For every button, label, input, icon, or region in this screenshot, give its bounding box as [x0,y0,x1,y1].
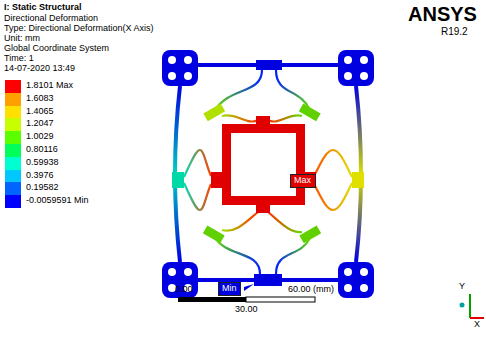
legend-swatch [5,182,21,195]
axis-label: X [474,320,480,330]
legend-entry: 1.0029 [5,131,95,144]
max-probe: Max [290,174,316,188]
legend-swatch [5,170,21,183]
coordinate-system: Global Coordinate System [4,44,109,54]
result-type: Type: Directional Deformation(X Axis) [4,24,154,34]
date: 14-07-2020 13:49 [4,64,75,74]
brand: ANSYS [408,3,477,25]
result-name: Directional Deformation [4,14,98,24]
scale-label: 30.00 [235,305,258,315]
legend-swatch [5,80,21,93]
legend-swatch [5,93,21,106]
legend-entry: 0.3976 [5,170,95,183]
legend-entry: 0.19582 [5,182,95,195]
scale-label: 0.00 [175,285,193,295]
title: I: Static Structural [4,3,82,13]
legend-swatch [5,157,21,170]
legend-entry: 1.6083 [5,93,95,106]
legend-entry: -0.0059591 Min [5,195,95,208]
legend-label: 0.19582 [26,183,59,193]
legend-swatch [5,195,21,208]
scale-label: 60.00 (mm) [288,285,334,295]
min-probe: Min [218,282,241,296]
legend-label: 0.80116 [26,145,58,155]
legend-swatch [5,144,21,157]
probe-label: Min [222,284,237,294]
probe-label: Max [294,176,312,186]
legend-label: 0.3976 [26,171,54,181]
legend-entry: 0.80116 [5,144,95,157]
unit: Unit: mm [4,34,40,44]
legend-label: 0.59938 [26,158,59,168]
legend-swatch [5,131,21,144]
legend-label: -0.0059591 Min [26,196,89,206]
legend-entry: 1.4065 [5,106,95,119]
time: Time: 1 [4,54,34,64]
axis-label: Y [459,282,465,292]
legend-swatch [5,118,21,131]
legend-label: 1.0029 [26,132,54,142]
legend-label: 1.2047 [26,119,54,129]
legend-swatch [5,106,21,119]
legend-label: 1.8101 Max [26,81,73,91]
legend-entry: 1.8101 Max [5,80,95,93]
legend-label: 1.4065 [26,107,54,117]
legend-entry: 1.2047 [5,118,95,131]
legend-label: 1.6083 [26,94,54,104]
legend-entry: 0.59938 [5,157,95,170]
version: R19.2 [441,26,468,37]
